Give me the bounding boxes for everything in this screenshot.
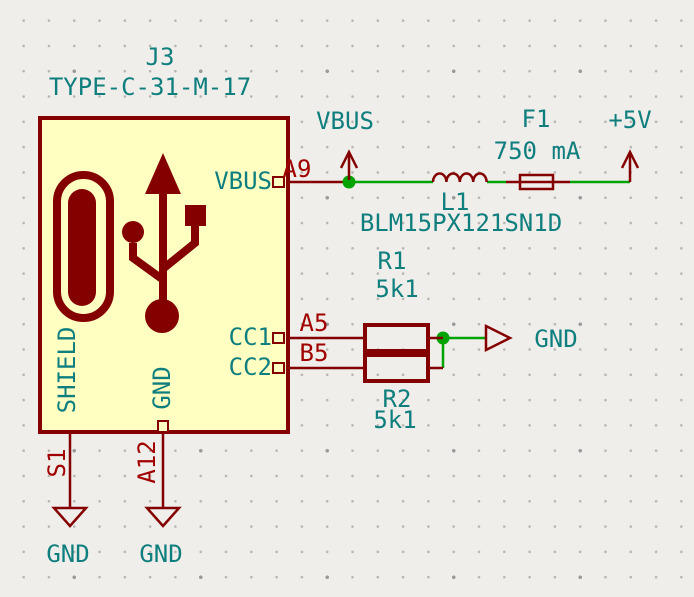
value-f1[interactable]: 750 mA	[493, 137, 581, 165]
wires	[349, 180, 630, 368]
resistor-r2-symbol[interactable]	[363, 353, 443, 383]
pin-number-s1: S1	[43, 448, 71, 478]
usb-logo-icon	[53, 153, 206, 333]
power-vbus-label[interactable]: VBUS	[316, 107, 374, 135]
pin-cc1-pad	[272, 332, 285, 344]
power-vbus-symbol[interactable]	[339, 149, 359, 180]
value-r1[interactable]: 5k1	[375, 275, 419, 303]
power-5v-label[interactable]: +5V	[608, 106, 652, 134]
junction-vbus[interactable]	[342, 175, 356, 189]
power-gnd-shield-symbol[interactable]	[51, 506, 89, 528]
connector-pins	[68, 176, 365, 508]
pin-name-cc2: CC2	[228, 353, 272, 381]
power-gnd-a12-label[interactable]: GND	[139, 540, 183, 568]
pin-number-a12: A12	[133, 440, 161, 484]
pin-vbus-pad	[272, 176, 285, 188]
usb-c-connector-symbol[interactable]	[38, 116, 365, 508]
pin-number-a5: A5	[299, 309, 329, 337]
reference-l1[interactable]: L1	[440, 188, 470, 216]
ferrite-bead-l1-symbol[interactable]	[431, 172, 488, 183]
power-gnd-cc-symbol[interactable]	[484, 323, 513, 353]
pin-name-cc1: CC1	[228, 323, 272, 351]
reference-r2[interactable]: R2	[382, 385, 412, 413]
pin-number-a9: A9	[282, 155, 312, 183]
pin-gnd-pad	[157, 420, 169, 433]
value-j3[interactable]: TYPE-C-31-M-17	[48, 73, 252, 101]
power-5v-symbol[interactable]	[620, 149, 640, 182]
pin-name-gnd: GND	[148, 366, 176, 410]
power-gnd-cc-label[interactable]: GND	[534, 325, 578, 353]
pin-name-vbus: VBUS	[214, 167, 272, 195]
reference-f1[interactable]: F1	[521, 105, 551, 133]
reference-r1[interactable]: R1	[377, 247, 407, 275]
power-gnd-shield-label[interactable]: GND	[46, 540, 90, 568]
resistor-r1-symbol[interactable]	[363, 323, 443, 353]
reference-j3[interactable]: J3	[145, 43, 175, 71]
fuse-f1-symbol[interactable]	[506, 173, 570, 191]
pin-cc2-pad	[272, 362, 285, 374]
pin-number-b5: B5	[299, 339, 329, 367]
pin-name-shield: SHIELD	[53, 326, 81, 414]
value-r2[interactable]: 5k1	[373, 406, 417, 434]
power-gnd-a12-symbol[interactable]	[144, 506, 182, 528]
value-l1[interactable]: BLM15PX121SN1D	[359, 209, 563, 237]
